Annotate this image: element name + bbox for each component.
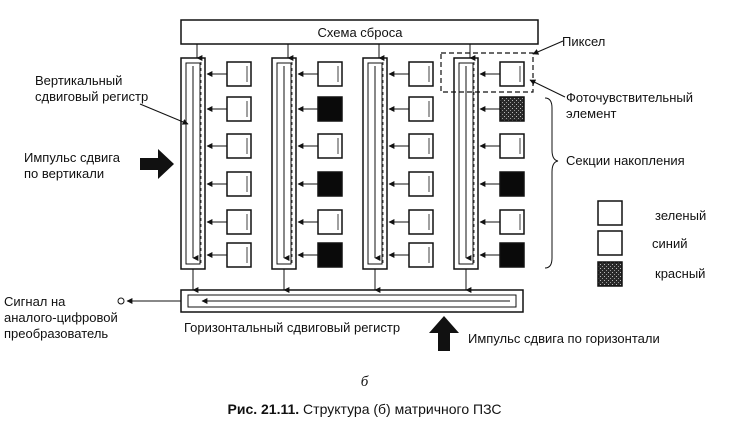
pixel-column [271, 44, 343, 293]
pixel-label: Пиксел [562, 34, 606, 49]
pixel-column [453, 44, 525, 293]
legend [597, 200, 623, 287]
legend-swatch [597, 261, 623, 287]
legend-swatch [597, 200, 623, 226]
photosensitive-label-line2: элемент [566, 106, 617, 121]
horizontal-pulse-arrow [429, 316, 459, 351]
pixel-cell [499, 61, 525, 87]
legend-label-blue: синий [652, 236, 688, 251]
figure-letter: б [360, 374, 369, 390]
pixel-outline [440, 40, 564, 93]
photosensitive-label: Фоточувствительный элемент [566, 90, 693, 122]
pixel-cell [499, 96, 525, 122]
vertical-register-channel [185, 62, 201, 265]
vertical-register-channel [367, 62, 383, 265]
caption-number: Рис. 21.11. [227, 401, 300, 417]
pixel-cell [317, 242, 343, 268]
output-signal-arrow [117, 297, 181, 305]
signal-label: Сигнал на аналого-цифровой преобразовате… [4, 294, 118, 342]
caption-text: Структура (б) матричного ПЗС [299, 401, 502, 417]
signal-label-line2: аналого-цифровой [4, 310, 118, 325]
photosensitive-pointer [529, 79, 566, 98]
horizontal-register-label: Горизонтальный сдвиговый регистр [184, 320, 401, 335]
vertical-pulse-arrow [140, 149, 174, 179]
pixel-cell [499, 242, 525, 268]
photosensitive-label-line1: Фоточувствительный [566, 90, 693, 105]
pixel-cell [499, 209, 525, 235]
reset-circuit: Схема сброса [180, 19, 539, 45]
legend-label-green: зеленый [655, 208, 707, 223]
legend-swatch [597, 230, 623, 256]
vertical-register-pointer [139, 103, 189, 125]
pixel-columns [180, 44, 525, 293]
pixel-cell [499, 133, 525, 159]
vertical-register-channel [458, 62, 474, 265]
pixel-cell [317, 96, 343, 122]
signal-label-line1: Сигнал на [4, 294, 66, 309]
vertical-pulse-label: Импульс сдвига по вертикали [24, 150, 120, 182]
vertical-register-label-line2: сдвиговый регистр [35, 89, 149, 104]
vertical-register-channel [276, 62, 292, 265]
horizontal-pulse-label: Импульс сдвига по горизонтали [468, 331, 660, 346]
pixel-cell [317, 171, 343, 197]
figure-caption: Рис. 21.11. Структура (б) матричного ПЗС [0, 401, 729, 417]
vertical-register-label: Вертикальный сдвиговый регистр [35, 73, 148, 105]
signal-label-line3: преобразователь [4, 326, 109, 341]
vertical-pulse-label-line1: Импульс сдвига [24, 150, 120, 165]
pixel-column [180, 44, 252, 293]
reset-circuit-label: Схема сброса [318, 25, 404, 40]
legend-label-red: красный [655, 266, 706, 281]
vertical-register-label-line1: Вертикальный [35, 73, 123, 88]
accumulation-label: Секции накопления [566, 153, 685, 168]
pixel-column [362, 44, 434, 293]
vertical-pulse-label-line2: по вертикали [24, 166, 105, 181]
accumulation-bracket [544, 97, 559, 269]
horizontal-shift-register [180, 289, 524, 313]
pixel-cell [499, 171, 525, 197]
